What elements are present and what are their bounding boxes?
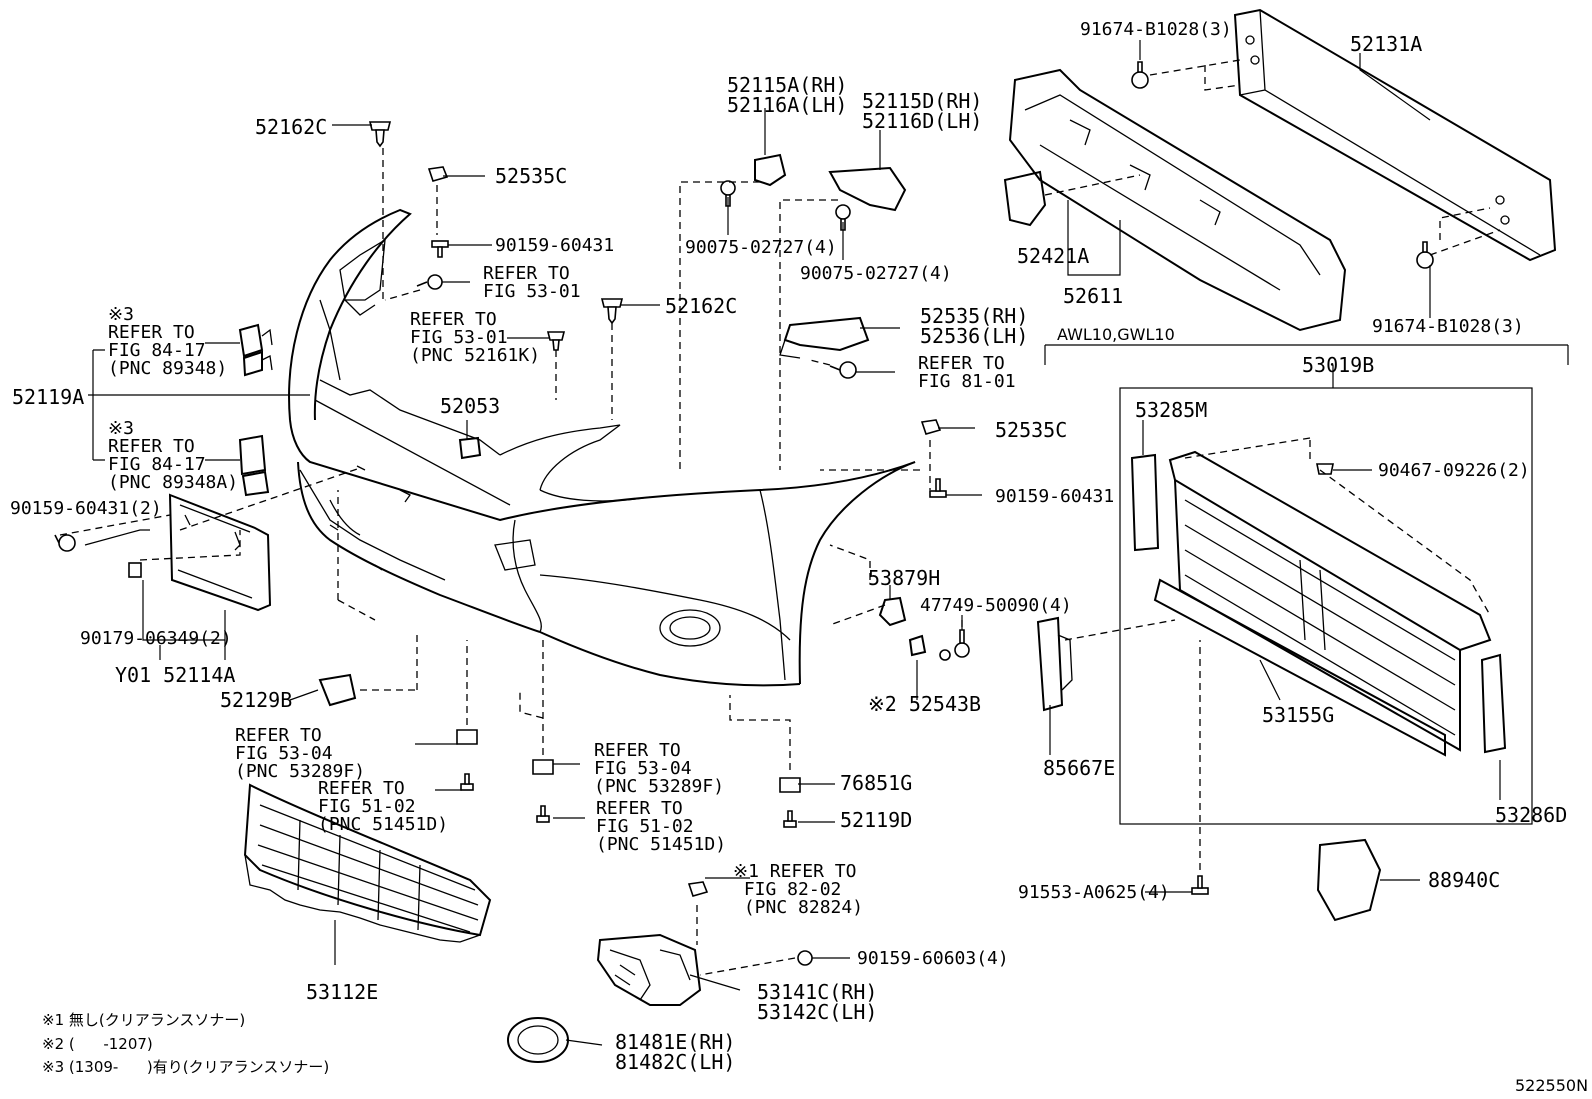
fasteners bbox=[54, 61, 1434, 966]
label-52543b[interactable]: ※2 52543B bbox=[868, 692, 982, 716]
bumper-reinforcement bbox=[1233, 8, 1557, 262]
label-52421a[interactable]: 52421A bbox=[1017, 244, 1090, 268]
label-91674-bottom[interactable]: 91674-B1028(3) bbox=[1372, 316, 1524, 337]
energy-absorber bbox=[1003, 68, 1347, 332]
grille-shutter-assy bbox=[1036, 450, 1507, 922]
footnote-3: ※3 (1309- )有り(クリアランスソナー) bbox=[42, 1058, 330, 1076]
model-codes: AWL10,GWL10 bbox=[1057, 325, 1175, 344]
label-refer-fig-53-01-b[interactable]: REFER TO FIG 53-01 (PNC 52161K) bbox=[410, 309, 541, 366]
label-52535c-right[interactable]: 52535C bbox=[995, 418, 1068, 442]
label-53155g[interactable]: 53155G bbox=[1262, 703, 1335, 727]
label-53285m[interactable]: 53285M bbox=[1135, 398, 1208, 422]
lower-grille bbox=[243, 783, 492, 943]
label-52162c-top[interactable]: 52162C bbox=[255, 115, 328, 139]
label-88940c[interactable]: 88940C bbox=[1428, 868, 1501, 892]
license-plate-bracket bbox=[168, 493, 272, 612]
label-81481e[interactable]: 81481E(RH) 81482C(LH) bbox=[615, 1030, 736, 1074]
label-53879h[interactable]: 53879H bbox=[868, 566, 941, 590]
label-91674-top[interactable]: 91674-B1028(3) bbox=[1080, 19, 1232, 40]
footnote-1: ※1 無し(クリアランスソナー) bbox=[42, 1011, 246, 1029]
label-52129b[interactable]: 52129B bbox=[220, 688, 293, 712]
leader-lines bbox=[84, 40, 1569, 1046]
label-52162c-mid[interactable]: 52162C bbox=[665, 294, 738, 318]
label-90159-60431-2[interactable]: 90159-60431(2) bbox=[10, 498, 162, 519]
label-52535-rh[interactable]: 52535(RH) 52536(LH) bbox=[920, 304, 1029, 348]
label-52131a[interactable]: 52131A bbox=[1350, 32, 1423, 56]
diagram-code: 522550N bbox=[1515, 1076, 1589, 1095]
label-refer-fig-53-04-right[interactable]: REFER TO FIG 53-04 (PNC 53289F) bbox=[594, 740, 725, 797]
label-53019b[interactable]: 53019B bbox=[1302, 353, 1375, 377]
label-85667e[interactable]: 85667E bbox=[1043, 756, 1116, 780]
label-53286d[interactable]: 53286D bbox=[1495, 803, 1568, 827]
label-refer-fig-84-17-a[interactable]: ※3 REFER TO FIG 84-17 (PNC 89348) bbox=[108, 304, 228, 379]
label-90159-60603[interactable]: 90159-60603(4) bbox=[857, 948, 1009, 969]
label-53112e[interactable]: 53112E bbox=[306, 980, 379, 1004]
assembly-lines bbox=[59, 59, 1501, 976]
label-52053[interactable]: 52053 bbox=[440, 394, 501, 418]
clip-brackets bbox=[238, 323, 273, 497]
label-refer-fig-51-02-left[interactable]: REFER TO FIG 51-02 (PNC 51451D) bbox=[318, 778, 449, 835]
label-91553-a0625[interactable]: 91553-A0625(4) bbox=[1018, 882, 1170, 903]
front-bumper-cover bbox=[288, 208, 916, 687]
label-refer-fig-84-17-b[interactable]: ※3 REFER TO FIG 84-17 (PNC 89348A) bbox=[108, 418, 239, 493]
label-90179-06349[interactable]: 90179-06349(2) bbox=[80, 628, 232, 649]
small-brackets bbox=[318, 153, 927, 707]
label-47749-50090[interactable]: 47749-50090(4) bbox=[920, 595, 1072, 616]
label-52114a[interactable]: Y01 52114A bbox=[115, 663, 236, 687]
label-52611[interactable]: 52611 bbox=[1063, 284, 1124, 308]
label-refer-fig-81-01[interactable]: REFER TO FIG 81-01 bbox=[918, 353, 1016, 392]
label-52115a[interactable]: 52115A(RH) 52116A(LH) bbox=[727, 73, 848, 117]
label-90075-right[interactable]: 90075-02727(4) bbox=[800, 263, 952, 284]
label-refer-fig-53-01-a[interactable]: REFER TO FIG 53-01 bbox=[483, 263, 581, 302]
footnote-2: ※2 ( -1207) bbox=[42, 1035, 153, 1053]
label-refer-fig-51-02-right[interactable]: REFER TO FIG 51-02 (PNC 51451D) bbox=[596, 798, 727, 855]
label-53141c[interactable]: 53141C(RH) 53142C(LH) bbox=[757, 980, 878, 1024]
label-52119d[interactable]: 52119D bbox=[840, 808, 913, 832]
label-52115d[interactable]: 52115D(RH) 52116D(LH) bbox=[862, 89, 983, 133]
label-90159-60431-top[interactable]: 90159-60431 bbox=[495, 235, 615, 256]
label-76851g[interactable]: 76851G bbox=[840, 771, 913, 795]
label-52535c-top[interactable]: 52535C bbox=[495, 164, 568, 188]
label-90075-left[interactable]: 90075-02727(4) bbox=[685, 237, 837, 258]
label-52119a[interactable]: 52119A bbox=[12, 385, 85, 409]
label-90467-09226[interactable]: 90467-09226(2) bbox=[1378, 460, 1530, 481]
label-90159-60431-right[interactable]: 90159-60431 bbox=[995, 486, 1115, 507]
label-refer-fig-82-02[interactable]: ※1 REFER TO FIG 82-02 (PNC 82824) bbox=[733, 861, 864, 918]
label-refer-fig-53-04-left[interactable]: REFER TO FIG 53-04 (PNC 53289F) bbox=[235, 725, 366, 782]
